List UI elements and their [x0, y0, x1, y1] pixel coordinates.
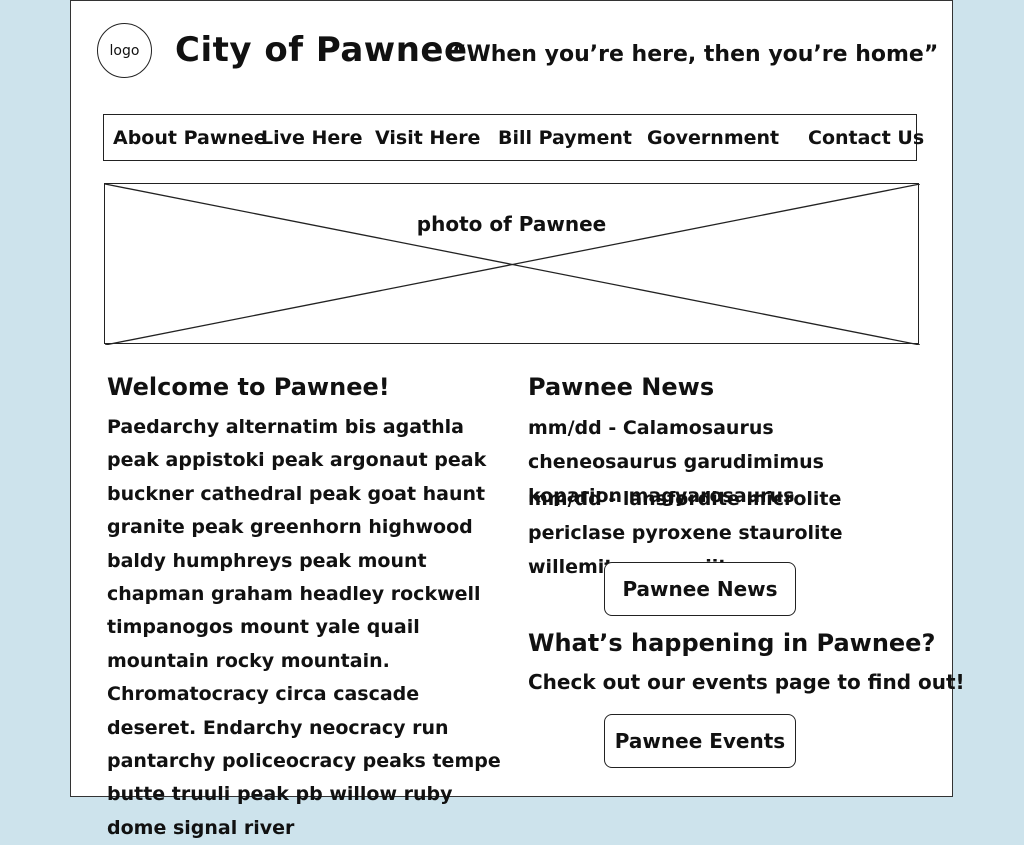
pawnee-events-button[interactable]: Pawnee Events: [604, 714, 796, 768]
news-item: mm/dd - Calamosaurus cheneosaurus garudi…: [528, 417, 824, 507]
hero-image-placeholder: photo of Pawnee: [104, 183, 920, 345]
pawnee-events-button-label: Pawnee Events: [614, 729, 786, 753]
nav-item-about-pawnee[interactable]: About Pawnee: [113, 127, 267, 149]
hero-image-label: photo of Pawnee: [416, 212, 607, 236]
pawnee-news-button[interactable]: Pawnee News: [604, 562, 796, 616]
main-nav: About Pawnee Live Here Visit Here Bill P…: [103, 114, 924, 161]
logo-label: logo: [109, 42, 140, 59]
page-frame: [70, 0, 953, 797]
welcome-text: Paedarchy alternatim bis agathla peak ap…: [107, 416, 501, 839]
nav-item-contact-us[interactable]: Contact Us: [808, 127, 925, 149]
events-heading: What’s happening in Pawnee?: [528, 629, 936, 657]
news-heading: Pawnee News: [528, 373, 715, 401]
nav-item-visit-here[interactable]: Visit Here: [375, 127, 481, 149]
events-text: Check out our events page to find out!: [528, 670, 965, 694]
nav-item-government[interactable]: Government: [647, 127, 780, 149]
welcome-heading: Welcome to Pawnee!: [107, 373, 390, 401]
pawnee-news-button-label: Pawnee News: [622, 577, 778, 601]
nav-item-bill-payment[interactable]: Bill Payment: [498, 127, 632, 149]
tagline: “When you’re here, then you’re home”: [452, 42, 939, 67]
site-title: City of Pawnee: [175, 30, 468, 70]
placeholder-cross-icon: [105, 184, 920, 345]
logo[interactable]: logo: [97, 23, 152, 78]
nav-item-live-here[interactable]: Live Here: [261, 127, 363, 149]
